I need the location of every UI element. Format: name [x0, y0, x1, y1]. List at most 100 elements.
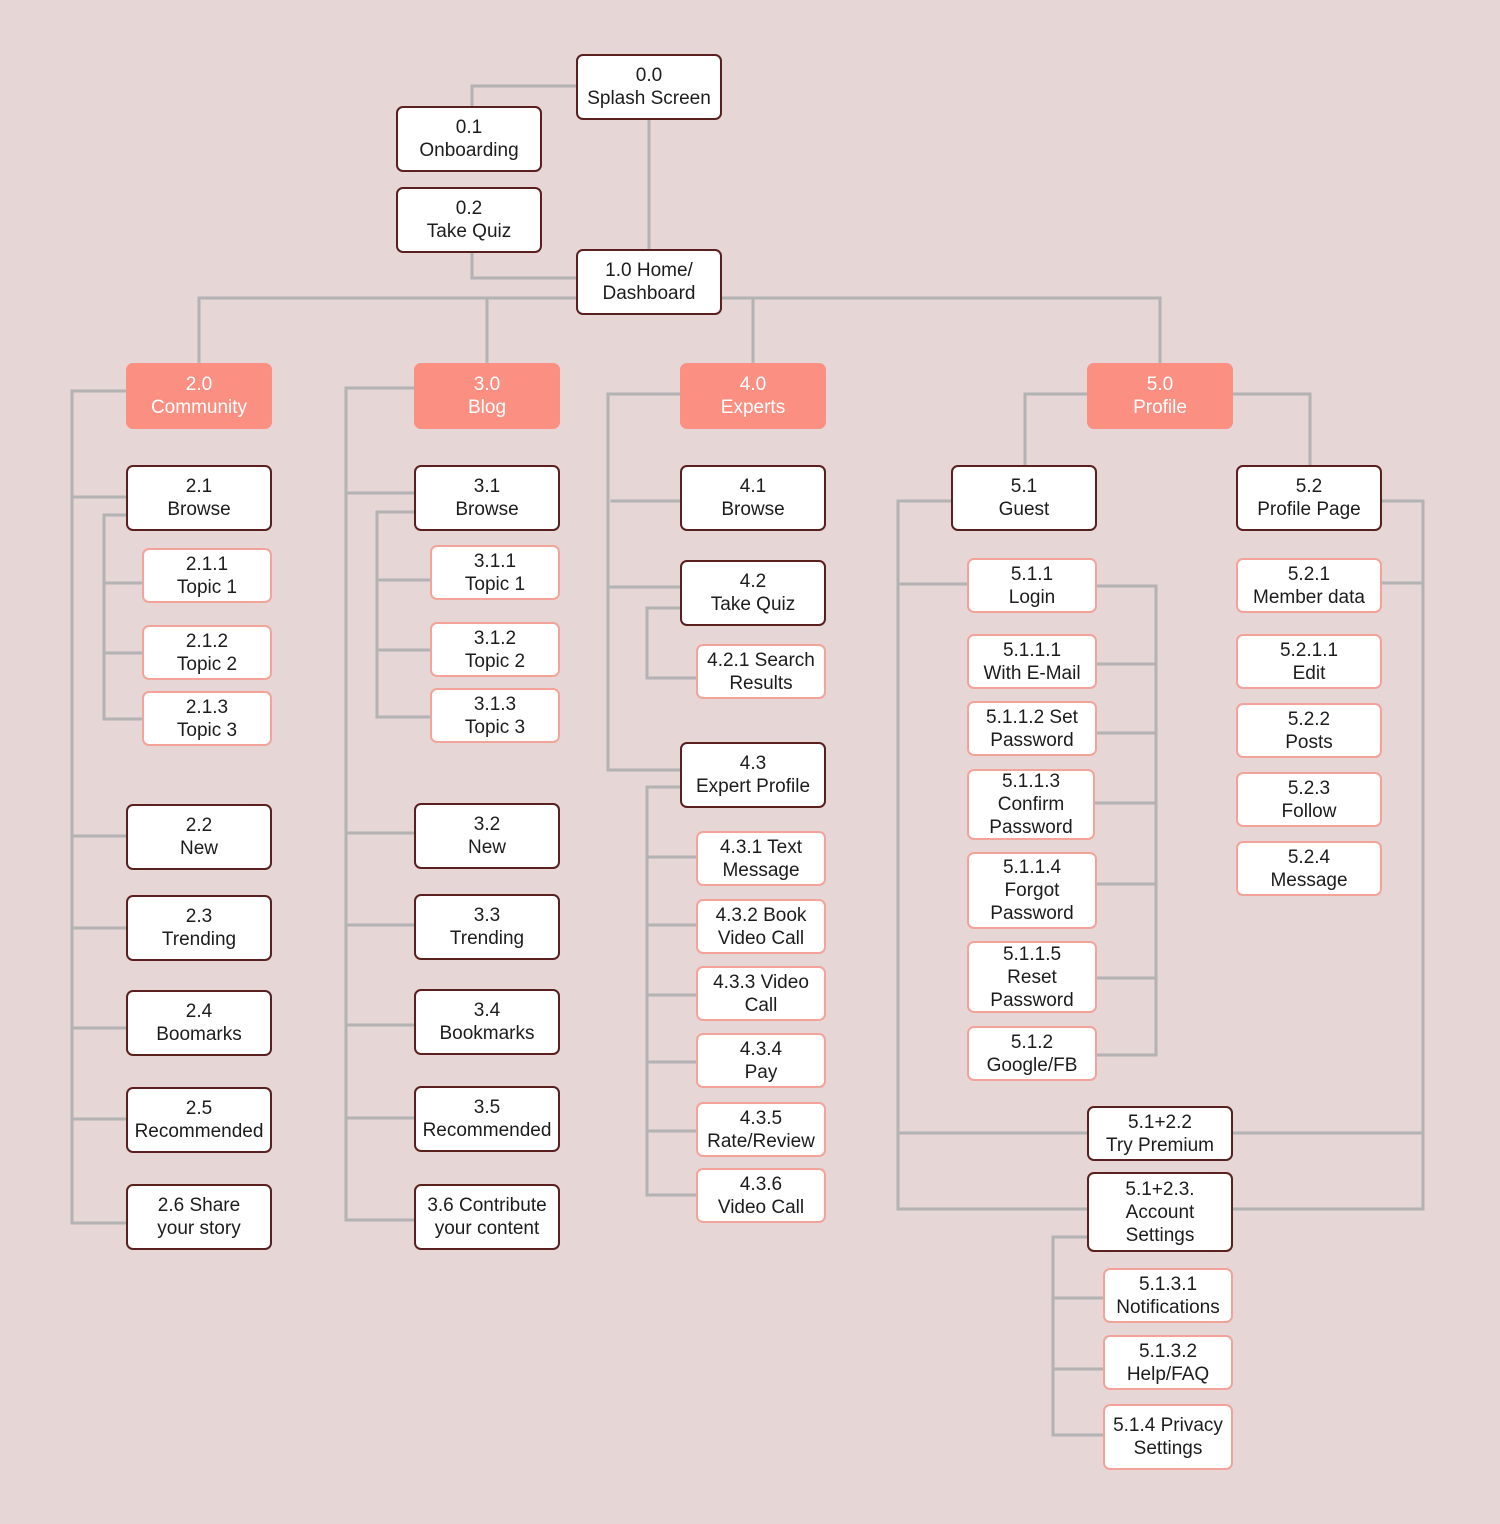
- node-label: Message: [722, 859, 800, 881]
- node-id: 5.1: [1010, 476, 1038, 497]
- node-id: 4.3: [739, 753, 767, 774]
- node-id: 3.6 Contribute: [427, 1195, 547, 1216]
- node-label: Password: [990, 729, 1074, 751]
- node-label: Topic 3: [176, 719, 238, 741]
- node-label: Browse: [167, 499, 231, 520]
- node-label: Edit: [1292, 662, 1326, 684]
- node-label: Topic 2: [464, 650, 526, 672]
- node-id: 2.6 Share: [157, 1195, 241, 1216]
- node-label: Trending: [449, 928, 525, 949]
- node-id: 4.0: [739, 374, 767, 395]
- node-label: Video Call: [717, 1196, 805, 1218]
- node-id: 2.1.3: [185, 696, 229, 718]
- node-label: Topic 1: [464, 573, 526, 595]
- node-id: 5.1.1.1: [1002, 639, 1062, 661]
- node-label: Follow: [1281, 800, 1337, 822]
- node-id: 4.3.4: [739, 1038, 783, 1060]
- node-id: 5.1+2.3.: [1125, 1178, 1195, 1200]
- node-id: 4.3.1 Text: [719, 836, 803, 858]
- node-label: Profile: [1133, 397, 1187, 418]
- node-id: 1.0 Home/: [605, 260, 693, 281]
- node-id: 5.1.1.4: [1002, 857, 1062, 878]
- node-id: 3.2: [473, 814, 501, 835]
- node-id: 5.1.1: [1010, 563, 1054, 585]
- node-label: New: [179, 838, 218, 859]
- node-label: New: [467, 837, 506, 858]
- node-label: Results: [729, 672, 793, 694]
- node-id: 4.2.1 Search: [707, 649, 815, 671]
- node-label: Call: [744, 994, 778, 1016]
- node-label: Boomarks: [156, 1024, 242, 1045]
- node-id: 5.1+2.2: [1128, 1111, 1192, 1133]
- node-label: Take Quiz: [710, 594, 796, 615]
- node-id: 5.1.2: [1010, 1031, 1054, 1053]
- node-id: 4.3.5: [739, 1107, 783, 1129]
- node-label: With E-Mail: [983, 662, 1081, 684]
- node-label: Profile Page: [1257, 499, 1361, 520]
- node-label: Bookmarks: [439, 1023, 535, 1044]
- node-label: Recommended: [422, 1120, 552, 1141]
- node-label: Browse: [455, 499, 519, 520]
- node-label: Topic 1: [176, 576, 238, 598]
- node-id: 2.3: [185, 906, 213, 927]
- node-label: Settings: [1133, 1438, 1203, 1459]
- node-id: 5.2.1.1: [1279, 639, 1339, 661]
- node-id: 3.1.1: [473, 550, 517, 572]
- node-id: 5.1.4 Privacy: [1113, 1415, 1223, 1436]
- node-label: Dashboard: [602, 283, 696, 304]
- node-5-1-2-3-account-settings: 5.1+2.3.Account Settings: [1087, 1172, 1233, 1252]
- node-id: 5.2.3: [1287, 777, 1331, 799]
- node-label: Experts: [720, 397, 786, 418]
- node-id: 3.3: [473, 905, 501, 926]
- node-id: 0.0: [635, 65, 663, 86]
- node-label: Posts: [1285, 731, 1333, 753]
- node-id: 2.1.2: [185, 630, 229, 652]
- node-id: 2.2: [185, 815, 213, 836]
- node-id: 5.2.1: [1287, 563, 1331, 585]
- node-label: Try Premium: [1105, 1134, 1215, 1156]
- node-id: 4.3.2 Book: [715, 904, 807, 926]
- node-label: Rate/Review: [707, 1130, 815, 1152]
- node-id: 2.4: [185, 1001, 213, 1022]
- node-label: Onboarding: [419, 140, 519, 161]
- node-label: Topic 3: [464, 716, 526, 738]
- node-label: Video Call: [717, 927, 805, 949]
- node-id: 5.2.2: [1287, 708, 1331, 730]
- node-id: 3.0: [473, 374, 501, 395]
- node-id: 5.1.3.1: [1138, 1273, 1198, 1295]
- node-id: 4.1: [739, 476, 767, 497]
- node-label: Confirm Password: [989, 794, 1073, 838]
- node-label: Recommended: [134, 1121, 264, 1142]
- node-label: Forgot Password: [990, 880, 1074, 924]
- node-id: 3.4: [473, 1000, 501, 1021]
